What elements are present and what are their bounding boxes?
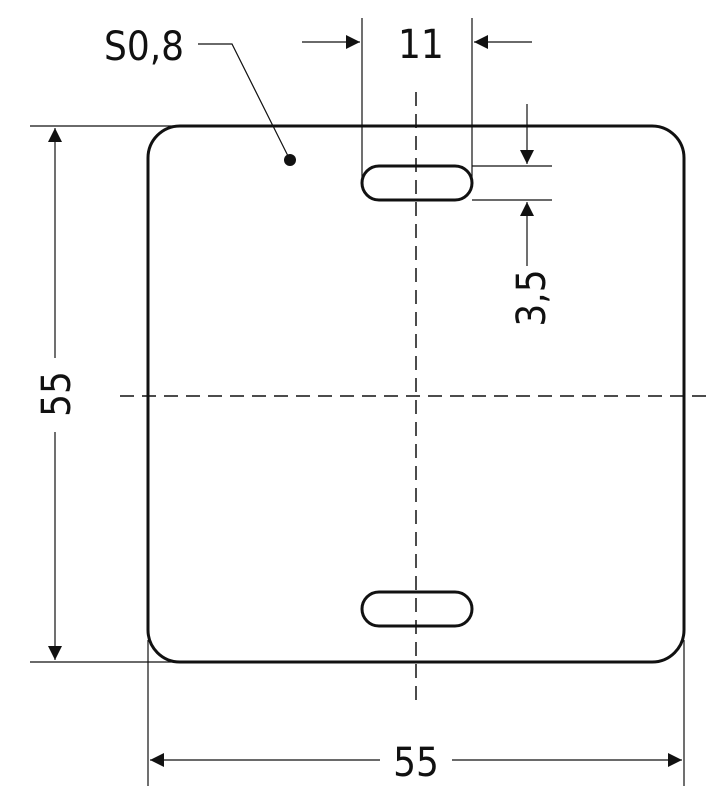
slot-length-dimension <box>302 18 532 178</box>
thickness-leader <box>198 43 296 166</box>
height-dimension <box>30 125 178 663</box>
width-label: 55 <box>393 740 439 786</box>
slot-length-label: 11 <box>398 22 444 68</box>
slot-width-label: 3,5 <box>509 269 555 326</box>
thickness-label: S0,8 <box>104 24 184 70</box>
top-slot <box>360 164 474 202</box>
height-label: 55 <box>34 371 80 417</box>
slot-width-dimension <box>472 104 552 266</box>
leader-dot <box>284 154 296 166</box>
bottom-slot <box>360 590 474 628</box>
width-dimension <box>147 640 685 786</box>
